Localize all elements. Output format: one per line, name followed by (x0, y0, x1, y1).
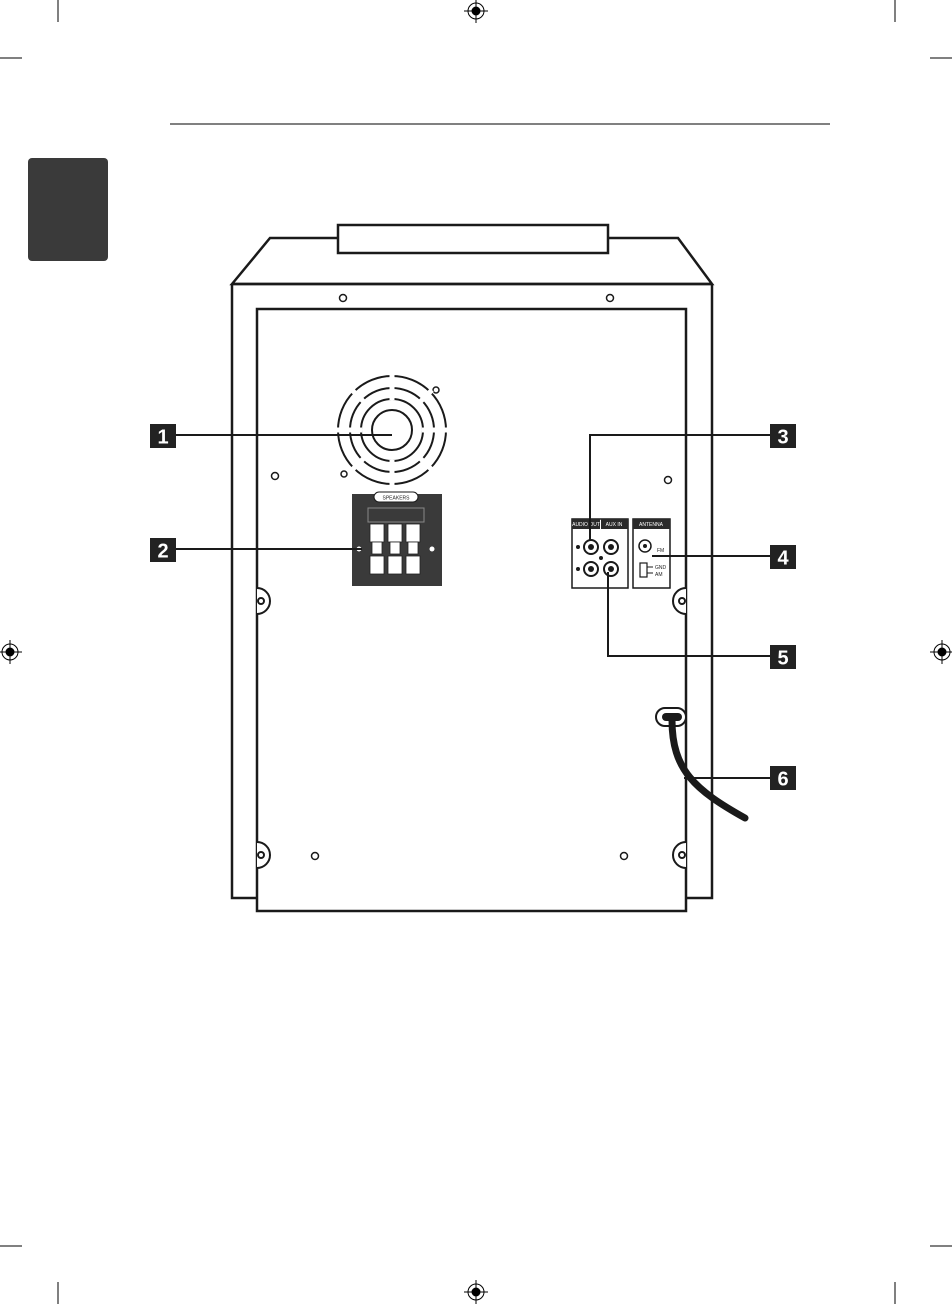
registration-mark-top (464, 0, 488, 23)
svg-text:2: 2 (157, 541, 168, 563)
svg-text:1: 1 (157, 427, 168, 449)
callout-2: 2 (150, 538, 176, 563)
am-label: AM (655, 572, 663, 578)
antenna-label: ANTENNA (639, 522, 664, 528)
chapter-tab (28, 158, 108, 261)
svg-text:3: 3 (777, 427, 788, 449)
svg-text:5: 5 (777, 648, 788, 670)
callout-6: 6 (770, 766, 796, 791)
callout-5: 5 (770, 645, 796, 670)
registration-mark-right (930, 640, 952, 664)
antenna-panel: ANTENNA FM GND AM (633, 519, 670, 588)
speaker-terminal-panel: SPEAKERS (352, 492, 442, 586)
aux-in-label: AUX IN (606, 522, 623, 528)
audio-jack-panel: AUDIO OUT AUX IN (572, 519, 628, 588)
callout-3: 3 (770, 424, 796, 449)
callout-4: 4 (770, 545, 796, 570)
svg-text:4: 4 (777, 548, 789, 570)
registration-mark-left (0, 640, 22, 664)
fm-label: FM (657, 548, 664, 554)
svg-text:6: 6 (777, 769, 788, 791)
gnd-label: GND (655, 565, 667, 571)
registration-mark-bottom (464, 1280, 488, 1304)
speakers-label: SPEAKERS (383, 496, 411, 502)
am-connector (640, 563, 647, 577)
callout-1: 1 (150, 424, 176, 449)
audio-out-label: AUDIO OUT (572, 522, 600, 528)
